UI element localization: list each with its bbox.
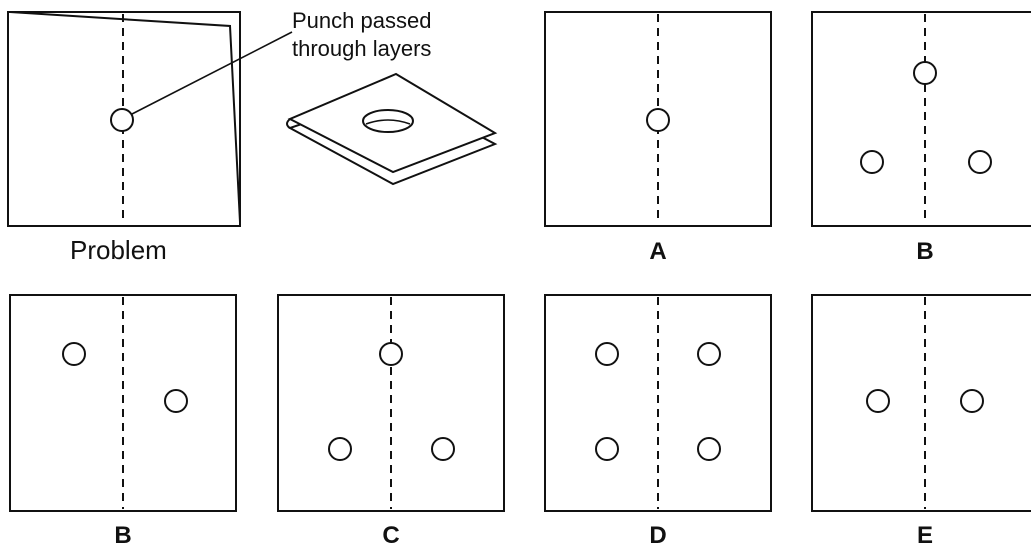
- option-b-top-panel[interactable]: B: [811, 11, 1031, 265]
- option-a-label: A: [649, 238, 666, 265]
- option-b-bottom-hole-1: [62, 342, 86, 366]
- option-b-top-hole-2: [860, 150, 884, 174]
- option-d-panel[interactable]: D: [544, 294, 772, 549]
- option-e-hole-1: [866, 389, 890, 413]
- option-b-bottom-panel[interactable]: B: [9, 294, 237, 549]
- option-d-hole-4: [697, 437, 721, 461]
- paper-fold-edge: [286, 118, 291, 129]
- option-a-hole: [646, 108, 670, 132]
- folded-paper-sketch: [286, 72, 498, 186]
- option-d-label: D: [649, 522, 666, 549]
- fold-flap-outline: [9, 11, 241, 223]
- option-d-square: [544, 294, 772, 512]
- option-e-panel[interactable]: E: [811, 294, 1031, 549]
- option-b-bottom-hole-2: [164, 389, 188, 413]
- option-c-square: [277, 294, 505, 512]
- option-e-square: [811, 294, 1031, 512]
- option-b-top-square: [811, 11, 1031, 227]
- option-c-label: C: [382, 522, 399, 549]
- option-b-bottom-label: B: [114, 522, 131, 549]
- paper-hole: [362, 109, 414, 133]
- option-e-label: E: [917, 522, 933, 549]
- callout-text-line1: Punch passed: [292, 8, 431, 33]
- problem-square: [7, 11, 241, 227]
- option-e-hole-2: [960, 389, 984, 413]
- option-b-bottom-square: [9, 294, 237, 512]
- option-d-hole-1: [595, 342, 619, 366]
- option-d-hole-3: [595, 437, 619, 461]
- paper-hole-inner: [365, 119, 411, 125]
- problem-caption: Problem: [70, 235, 167, 265]
- callout-text-line2: through layers: [292, 36, 431, 61]
- option-a-panel[interactable]: A: [544, 11, 772, 265]
- option-c-panel[interactable]: C: [277, 294, 505, 549]
- problem-panel: Punch passed through layers Problem: [7, 8, 431, 265]
- option-c-hole-3: [431, 437, 455, 461]
- option-d-hole-2: [697, 342, 721, 366]
- callout-leader-line: [131, 31, 293, 115]
- punch-hole: [110, 108, 134, 132]
- option-c-hole-1: [379, 342, 403, 366]
- option-b-top-hole-1: [913, 61, 937, 85]
- option-a-square: [544, 11, 772, 227]
- option-c-hole-2: [328, 437, 352, 461]
- option-b-top-hole-3: [968, 150, 992, 174]
- option-b-top-label: B: [916, 238, 933, 265]
